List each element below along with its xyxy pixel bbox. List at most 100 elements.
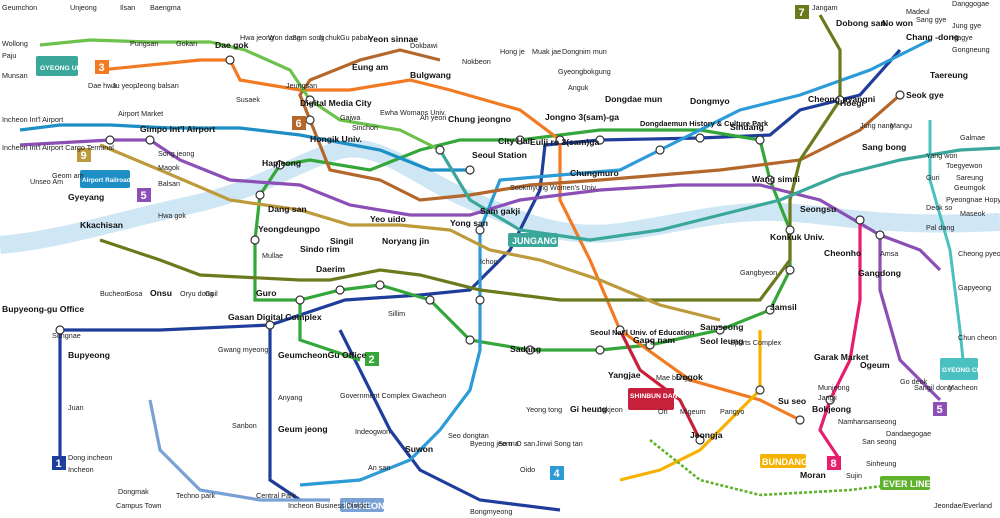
station-sanggye: Sang gye: [916, 15, 946, 24]
station-gongneung: Gongneung: [952, 45, 990, 54]
incheon-line-path: [148, 399, 330, 502]
station-sujin: Sujin: [846, 471, 862, 480]
station-centralpark: Central Park: [256, 491, 296, 500]
station-singil: Singil: [330, 236, 353, 246]
station-galmae: Galmae: [960, 133, 985, 142]
station-samseong: Samseong: [700, 322, 743, 332]
station-gapyeong: Gapyeong: [958, 283, 991, 292]
station-pyeongnae: Pyeongnae Hopyeong: [946, 195, 1000, 204]
station-songnae: Songnae: [52, 331, 81, 340]
airport-badge: Airport Railroad: [82, 177, 131, 184]
station-sareung: Sareung: [956, 173, 983, 182]
station-jamsil: Jamsil: [770, 302, 797, 312]
station-nokbeon: Nokbeon: [462, 57, 491, 66]
station-konkuk: Konkuk Univ.: [770, 232, 824, 242]
station-gangnam: Gang nam: [633, 335, 675, 345]
line-2-path: [253, 128, 792, 362]
station-jinwi: Jinwi: [536, 439, 552, 448]
station-sangil: Sangil dong: [914, 383, 952, 392]
station-sadang: Sadang: [510, 344, 541, 354]
station-guil: Guil: [205, 289, 218, 298]
station-seodongtan: Seo dongtan: [448, 431, 489, 440]
station-gangbyeon: Gangbyeon: [740, 268, 777, 277]
station-jeongbalsan: Jeong balsan: [136, 81, 179, 90]
station-jangji: Jangji: [818, 393, 837, 402]
station-indeogwon: Indeogwon: [355, 427, 390, 436]
bundang-badge: BUNDANG: [762, 457, 808, 467]
station-ahyeon: Ah yeon: [420, 113, 446, 122]
station-deokso: Deok so: [926, 203, 952, 212]
station-geumcheon: GeumcheonGu Office: [278, 350, 367, 360]
station-sindorim: Sindo rim: [300, 244, 340, 254]
station-susaek: Susaek: [236, 95, 260, 104]
station-garak: Garak Market: [814, 352, 869, 362]
station-migeum: Migeum: [680, 407, 706, 416]
station-yeonsinnae: Yeon sinnae: [368, 34, 418, 44]
jungang-path: [438, 146, 1000, 242]
station-pangyo: Pangyo: [720, 407, 744, 416]
line-9-number: 9: [81, 150, 87, 162]
station-cheongpyeong: Cheong pyeong: [958, 249, 1000, 258]
station-cityhall: City Hall: [498, 136, 532, 146]
station-oido: Oido: [520, 465, 535, 474]
station-munjeong: Munjeong: [818, 383, 850, 392]
station-yeongdeungpo: Yeongdeungpo: [258, 224, 320, 234]
station-sports: Sports Complex: [730, 338, 782, 347]
station-noryangjin: Noryang jin: [382, 236, 429, 246]
station-madeul: Madeul: [906, 7, 930, 16]
station-gyeongbokgung: Gyeongbokgung: [558, 67, 611, 76]
station-bokjeong: Bokjeong: [812, 404, 851, 414]
line-badges: GYEONG UI Airport Railroad JUNGANG SHINB…: [36, 56, 991, 512]
line-4-number: 4: [554, 468, 561, 480]
station-maebong: Mae bong: [656, 373, 688, 382]
station-dobongsan: Dobong san: [836, 18, 886, 28]
station-chungjeongno: Chung jeongno: [448, 114, 511, 124]
station-hapjeong: Hapjeong: [262, 158, 301, 168]
station-dongmyo: Dongmyo: [690, 96, 730, 106]
line-3-number: 3: [99, 62, 105, 74]
station-junggye: Jung gye: [952, 21, 981, 30]
line-7-number: 7: [799, 7, 805, 19]
station-mullae: Mullae: [262, 251, 283, 260]
gyeongui-path: [39, 38, 441, 152]
station-gwacheon: Government Complex Gwacheon: [340, 391, 446, 400]
station-seolleung: Seol leung: [700, 336, 743, 346]
station-paju: Paju: [2, 51, 16, 60]
station-cheonho: Cheonho: [824, 248, 861, 258]
station-danggogae: Danggogae: [952, 0, 989, 8]
station-dongincheon: Dong incheon: [68, 453, 112, 462]
station-sillim: Sillim: [388, 309, 405, 318]
station-sanseong: San seong: [862, 437, 896, 446]
station-dangsan: Dang san: [268, 204, 307, 214]
station-gajwa: Gajwa: [340, 113, 360, 122]
station-amsa: Amsa: [880, 249, 898, 258]
station-kkachisan: Kkachisan: [80, 220, 123, 230]
station-yeongtong: Yeong tong: [526, 405, 562, 414]
station-guri: Guri: [926, 173, 940, 182]
station-jichuk: Ji chuk: [318, 33, 341, 42]
station-sanbon: Sanbon: [232, 421, 257, 430]
station-ogeum: Ogeum: [860, 360, 890, 370]
station-jukjeon: Jukjeon: [598, 405, 623, 414]
station-byeongjeom: Byeong jeom: [470, 439, 512, 448]
shinbundang-path: [618, 329, 702, 441]
station-hongik: Hongik Univ.: [310, 134, 362, 144]
line-7-path: [99, 14, 842, 302]
station-gangdong: Gangdong: [858, 268, 901, 278]
station-daegok: Dae gok: [215, 40, 249, 50]
station-unjeong: Unjeong: [70, 3, 97, 12]
station-hoegi: Hoegi: [840, 98, 864, 108]
station-baengma: Baengma: [150, 3, 181, 12]
station-dogok: Dogok: [676, 372, 703, 382]
station-cargo: Incheon Int'l Airport Cargo Terminal: [2, 143, 114, 152]
station-songjeong: Song jeong: [158, 149, 194, 158]
station-bongmyeong: Bongmyeong: [470, 507, 512, 516]
station-moran: Moran: [800, 470, 826, 480]
transfer-stations: [55, 55, 905, 445]
station-incheonbusiness: Incheon Business District: [288, 501, 369, 510]
station-mangu: Mangu: [890, 121, 912, 130]
station-sosa: Sosa: [126, 289, 142, 298]
line-numbers: 3 6 9 5 7 2 4 1 8 5: [52, 5, 947, 480]
station-chungmuro: Chungmuro: [570, 168, 619, 178]
